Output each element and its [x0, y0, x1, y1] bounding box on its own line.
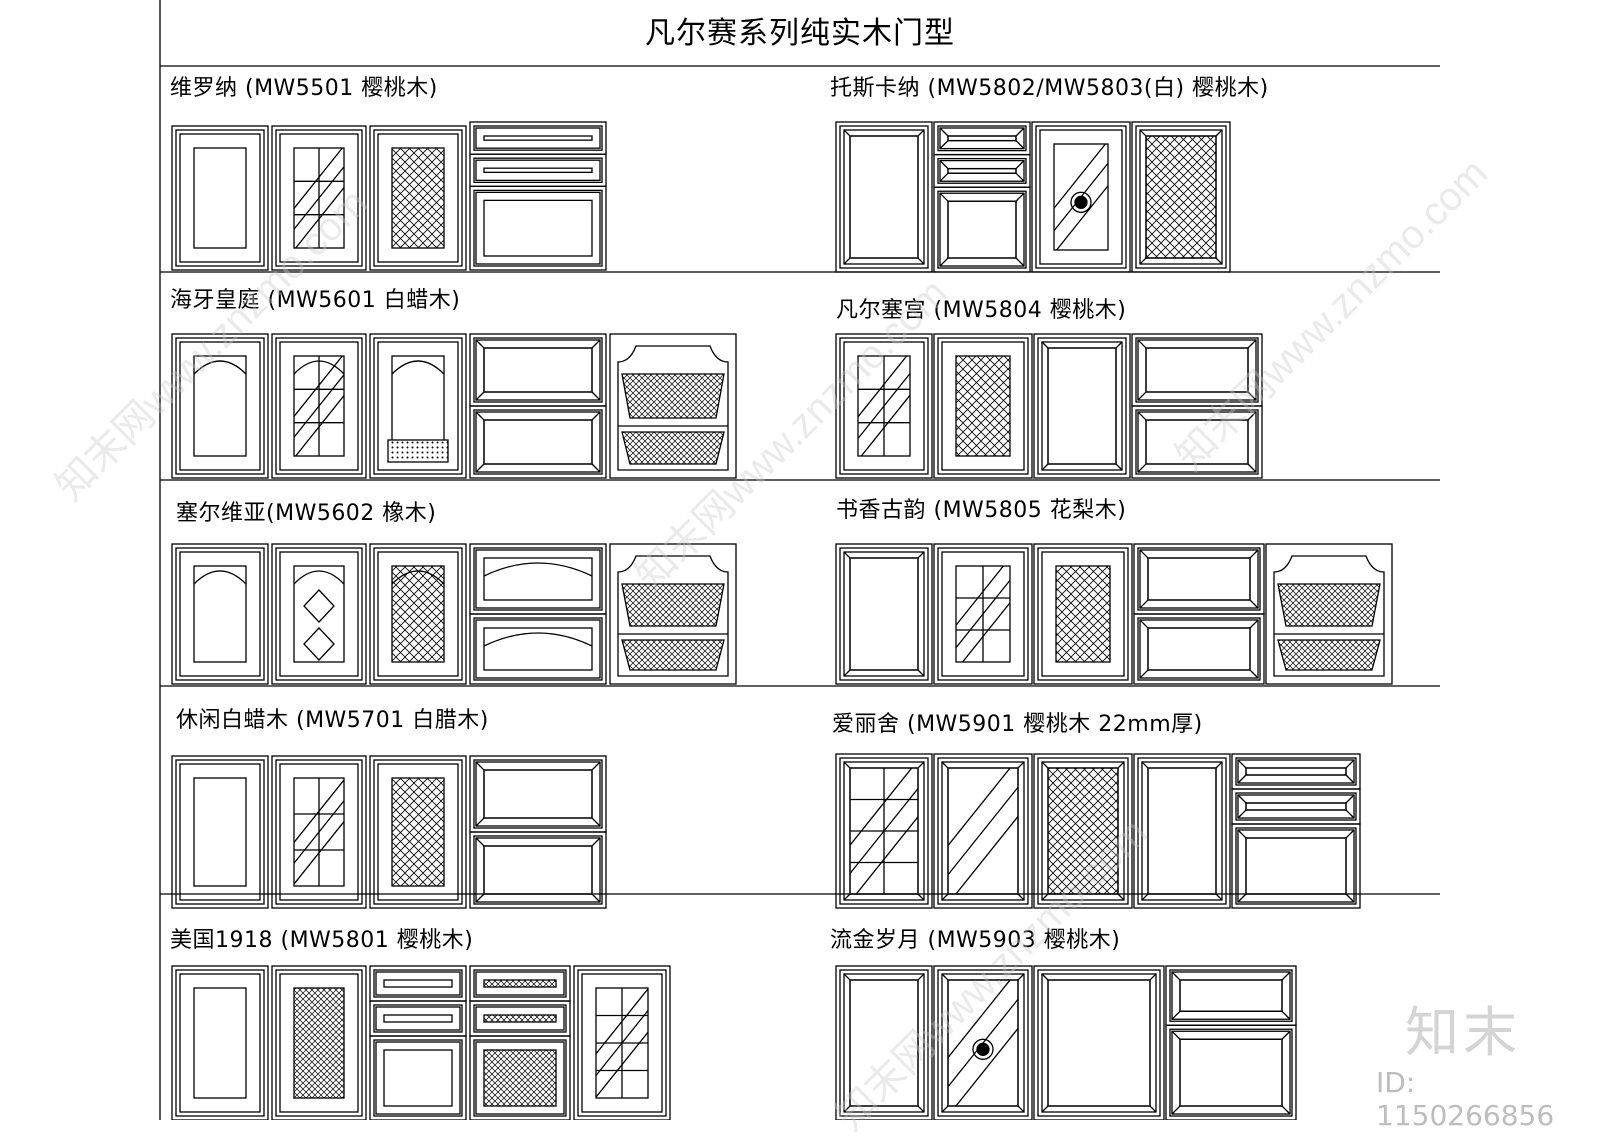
series-label-america-1918: 美国1918 (MW5801 樱桃木) [170, 928, 474, 953]
watermark-logo: 知末 [1405, 1001, 1521, 1064]
series-label-serbia: 塞尔维亚(MW5602 橡木) [176, 501, 437, 526]
series-label-elysee: 爱丽舍 (MW5901 樱桃木 22mm厚) [832, 712, 1203, 737]
series-label-hague: 海牙皇庭 (MW5601 白蜡木) [170, 288, 461, 313]
series-label-golden-years: 流金岁月 (MW5903 樱桃木) [830, 928, 1121, 953]
series-label-shuxiang: 书香古韵 (MW5805 花梨木) [836, 498, 1127, 523]
page-title: 凡尔赛系列纯实木门型 [645, 16, 955, 51]
series-label-toscana: 托斯卡纳 (MW5802/MW5803(白) 樱桃木) [830, 76, 1269, 101]
series-label-leisure-ash: 休闲白蜡木 (MW5701 白腊木) [176, 708, 489, 733]
watermark-id: ID: 1150266856 [1376, 1066, 1555, 1132]
series-label-verona: 维罗纳 (MW5501 樱桃木) [170, 76, 438, 101]
series-label-versailles: 凡尔塞宫 (MW5804 樱桃木) [836, 298, 1127, 323]
